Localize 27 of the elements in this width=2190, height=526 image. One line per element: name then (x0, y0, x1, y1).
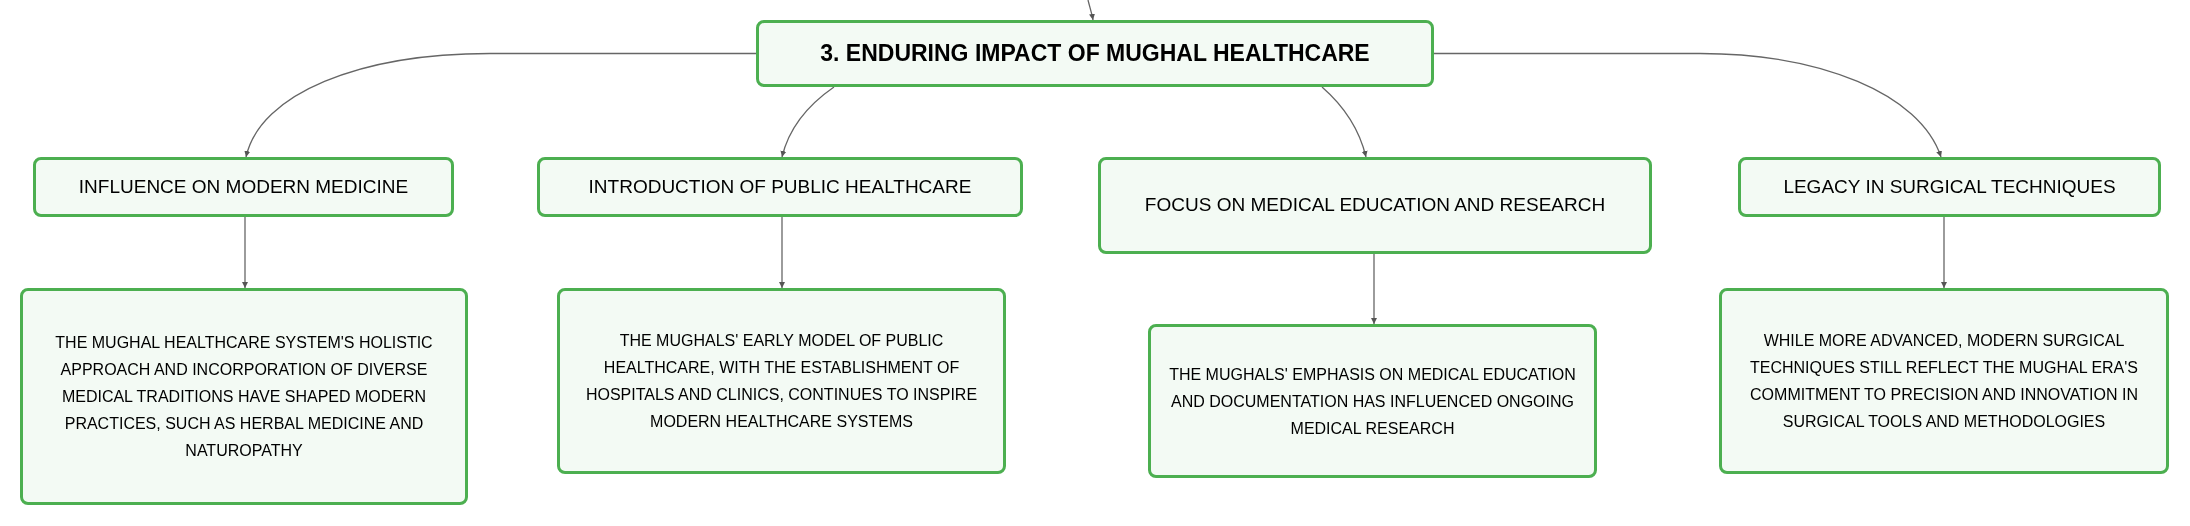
subtopic-label: LEGACY IN SURGICAL TECHNIQUES (1783, 174, 2116, 199)
subtopic-label: INTRODUCTION OF PUBLIC HEALTHCARE (588, 174, 972, 199)
connector (242, 216, 248, 289)
topic-box (756, 20, 1434, 87)
description-text: THE MUGHAL HEALTHCARE SYSTEM'S HOLISTIC APPROACH AND INCORPORATION OF DIVERSE MEDICAL TRADITIONS HAVE SHAPED MODERN PRACTICES, SUCH AS HERBAL MEDICINE AND NATUROPATHY (54, 333, 434, 461)
detail-box (20, 288, 468, 505)
subtopic-box (1738, 157, 2161, 217)
description-text: THE MUGHALS' EARLY MODEL OF PUBLIC HEALTHCARE, WITH THE ESTABLISHMENT OF HOSPITALS AND CLINICS, CONTINUES TO INSPIRE MODERN HEALTHCARE SYSTEMS (584, 331, 979, 432)
detail-box (557, 288, 1006, 474)
detail-box (1148, 324, 1597, 478)
subtopic-label: INFLUENCE ON MODERN MEDICINE (78, 174, 409, 199)
connector (245, 52, 757, 158)
connector (1371, 253, 1377, 325)
description-text: WHILE MORE ADVANCED, MODERN SURGICAL TECHNIQUES STILL REFLECT THE MUGHAL ERA'S COMMITMENT TO PRECISION AND INNOVATION IN SURGICAL TOOLS AND METHODOLOGIES (1749, 331, 2139, 432)
topic-title: 3. ENDURING IMPACT OF MUGHAL HEALTHCARE (820, 39, 1370, 69)
connector (1087, 0, 1095, 21)
connector (780, 86, 835, 158)
connector (1321, 86, 1368, 158)
description-text: THE MUGHALS' EMPHASIS ON MEDICAL EDUCATION AND DOCUMENTATION HAS INFLUENCED ONGOING MEDICAL RESEARCH (1168, 364, 1577, 439)
detail-box (1719, 288, 2169, 474)
connector (1941, 216, 1947, 289)
subtopic-box (33, 157, 454, 217)
connector (1433, 52, 1942, 158)
subtopic-label: FOCUS ON MEDICAL EDUCATION AND RESEARCH (1144, 193, 1606, 218)
connector (779, 216, 785, 289)
subtopic-box (537, 157, 1023, 217)
subtopic-box (1098, 157, 1652, 254)
